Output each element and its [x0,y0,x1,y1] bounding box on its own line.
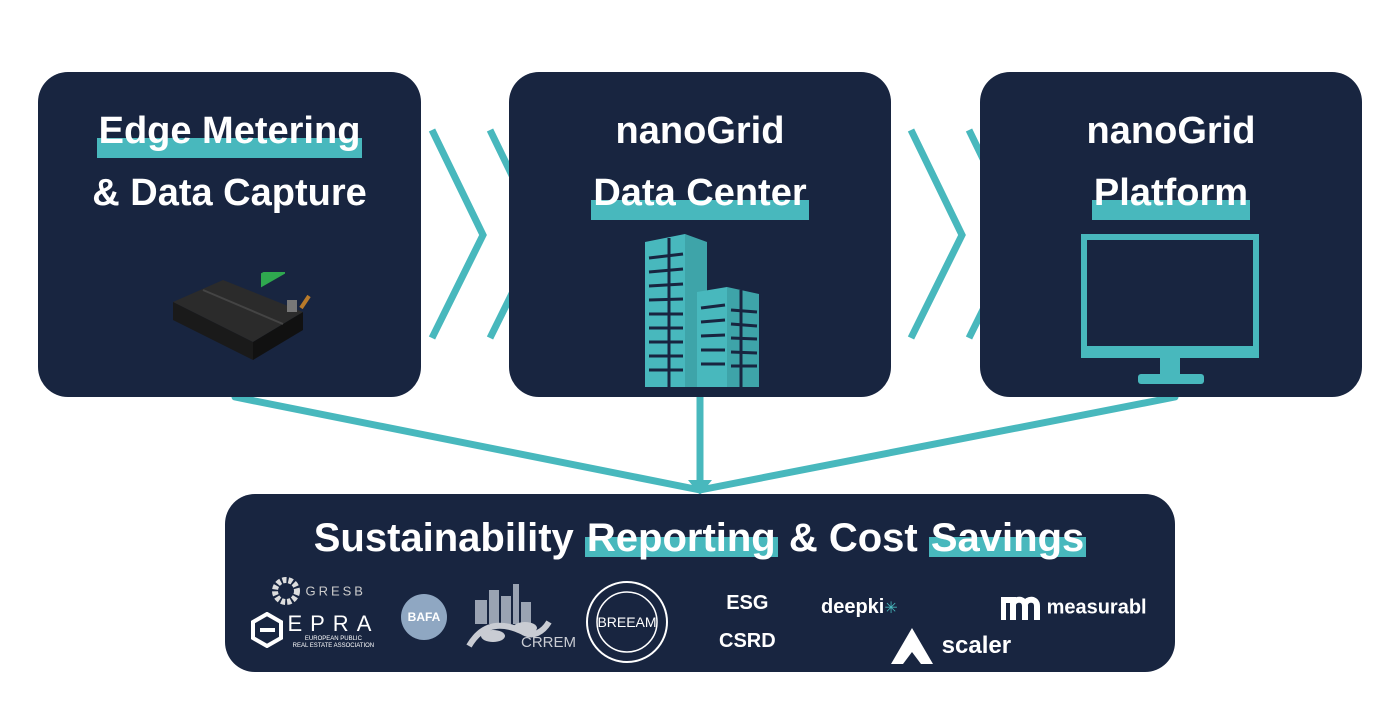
bottom-hl-reporting: Reporting [584,516,778,560]
bottom-title: Sustainability Reporting & Cost Savings [313,516,1087,560]
bafa-logo: BAFA [401,594,447,640]
edge-title-line1: Edge Metering [96,100,363,162]
datacenter-title-line1: nanoGrid [615,110,785,152]
card-data-center: nanoGrid Data Center [509,72,891,397]
connector-arrowhead [688,480,712,495]
platform-title-line2: Platform [1091,162,1251,224]
gresb-ring-icon [272,577,300,605]
panel-sustainability: Sustainability Reporting & Cost Savings … [225,494,1175,672]
edge-title-line2: & Data Capture [92,172,367,214]
buildings-icon [645,234,759,387]
crrem-city-icon [466,584,552,648]
connector-right [696,393,1179,494]
connector-left [231,393,704,494]
esg-csrd-label: ESG CSRD [719,592,776,652]
gresb-logo: GRESB [271,576,366,606]
deepki-logo: deepki✳ [821,596,898,618]
scaler-triangle-icon [891,628,933,664]
deepki-spark-icon: ✳ [884,600,898,617]
epra-logo: EPRA EUROPEAN PUBLIC REAL ESTATE ASSOCIA… [251,612,379,650]
card-platform: nanoGrid Platform [980,72,1362,397]
epra-mark-icon [251,611,283,649]
router-device-icon [173,272,311,360]
bottom-hl-savings: Savings [928,516,1087,560]
platform-title-line1: nanoGrid [1086,110,1256,152]
card-edge-metering: Edge Metering & Data Capture [38,72,421,397]
breeam-logo: BREEAM [583,578,671,666]
measurabl-m-icon [1000,596,1040,620]
crrem-logo: CRREM [463,582,581,662]
monitor-icon [1081,234,1259,384]
measurabl-logo: measurabl [1000,594,1147,622]
scaler-logo: scaler [889,626,1011,666]
datacenter-title-line2: Data Center [591,162,809,224]
breeam-seal-icon [586,581,668,663]
